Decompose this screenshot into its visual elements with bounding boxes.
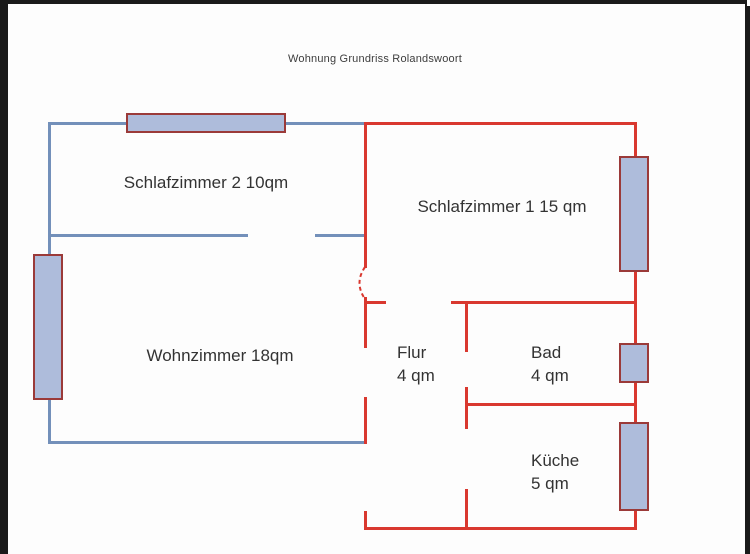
window-bad [619,343,649,383]
wall-interior-blue-left [48,234,248,237]
scrollbar-notch [747,0,750,6]
room-label-schlafzimmer2: Schlafzimmer 2 10qm [123,173,289,192]
wall-bottom-blue [48,441,367,444]
wall-top-red [364,122,637,125]
wall-sz1-bottom-stub [364,301,386,304]
window-schlafzimmer1 [619,156,649,272]
right-frame-bar [745,0,750,554]
room-label-bad: Bad 4 qm [531,341,569,387]
wall-bad-bottom [465,403,637,406]
wall-flur-divider-seg3 [465,489,468,530]
wall-center-red-seg4 [364,511,367,530]
left-frame-bar [0,0,8,554]
wall-center-red-seg3 [364,397,367,444]
wall-right-red [634,122,637,530]
wall-flur-divider-seg2 [465,387,468,429]
room-name-flur: Flur [397,343,427,362]
page-title: Wohnung Grundriss Rolandswoort [288,53,462,65]
room-area-kueche: 5 qm [531,474,569,493]
room-label-kueche: Küche 5 qm [531,449,579,495]
top-frame-bar [8,0,750,4]
wall-bottom-red [364,527,637,530]
room-label-wohnzimmer: Wohnzimmer 18qm [146,346,294,365]
wall-center-red-seg1 [364,122,367,268]
room-label-schlafzimmer1: Schlafzimmer 1 15 qm [417,197,587,216]
room-area-bad: 4 qm [531,366,569,385]
wall-interior-blue-right [315,234,367,237]
room-name-kueche: Küche [531,451,580,470]
room-area-flur: 4 qm [397,366,435,385]
room-name-bad: Bad [531,343,562,362]
wall-center-red-seg2 [364,297,367,348]
window-schlafzimmer2 [126,113,286,133]
wall-flur-divider-seg1 [465,301,468,352]
window-kueche [619,422,649,511]
wall-bad-top [451,301,637,304]
window-wohnzimmer [33,254,63,400]
door-swing-arc [358,266,366,300]
room-label-flur: Flur 4 qm [397,341,435,387]
